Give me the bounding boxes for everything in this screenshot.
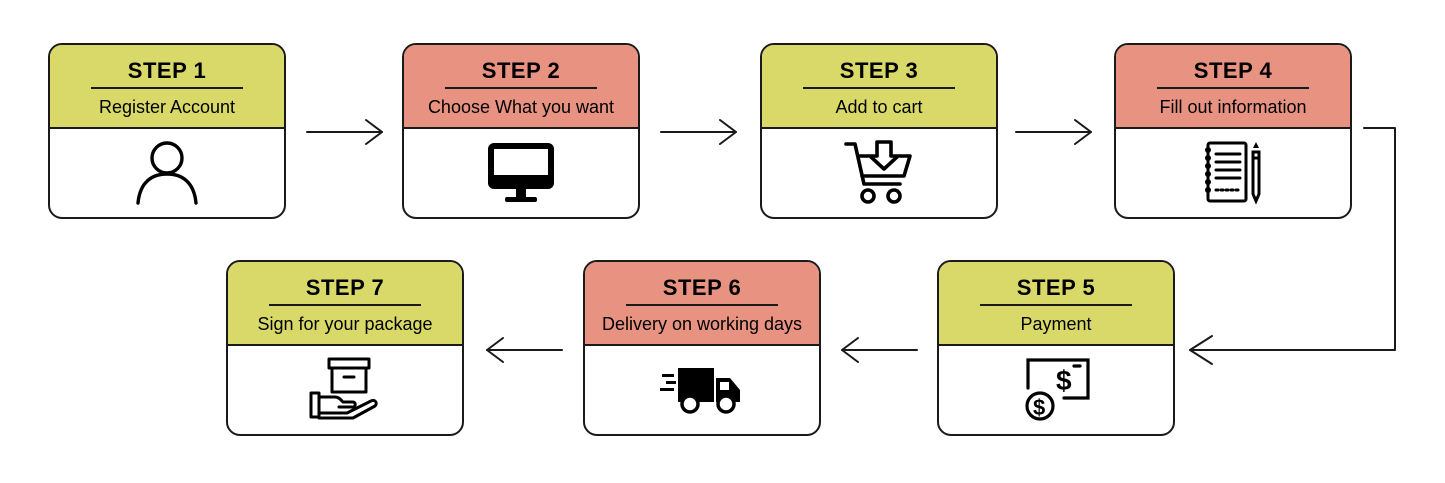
step-4-description: Fill out information xyxy=(1159,97,1307,117)
step-3-description: Add to cart xyxy=(835,97,923,117)
step-4-card: STEP 4 Fill out information xyxy=(1114,43,1352,219)
arrow-3-to-4 xyxy=(1015,119,1092,145)
package-hand-icon xyxy=(309,357,378,420)
step-6-divider xyxy=(626,304,778,306)
payment-icon: $ $ xyxy=(1025,358,1090,421)
step-4-title: STEP 4 xyxy=(1193,58,1273,83)
step-1-title: STEP 1 xyxy=(127,58,207,83)
step-6-title: STEP 6 xyxy=(662,275,742,300)
step-2-header: STEP 2 Choose What you want xyxy=(404,45,638,129)
step-7-header: STEP 7 Sign for your package xyxy=(228,262,462,346)
step-2-card: STEP 2 Choose What you want xyxy=(402,43,640,219)
svg-text:$: $ xyxy=(1056,365,1072,396)
step-3-divider xyxy=(803,87,955,89)
user-icon xyxy=(136,141,198,205)
step-1-card: STEP 1 Register Account xyxy=(48,43,286,219)
step-1-header: STEP 1 Register Account xyxy=(50,45,284,129)
step-5-description: Payment xyxy=(1020,314,1092,334)
step-1-description: Register Account xyxy=(98,97,236,117)
step-2-divider xyxy=(445,87,597,89)
step-6-header: STEP 6 Delivery on working days xyxy=(585,262,819,346)
step-3-header: STEP 3 Add to cart xyxy=(762,45,996,129)
arrow-2-to-3 xyxy=(660,119,737,145)
step-4-header: STEP 4 Fill out information xyxy=(1116,45,1350,129)
step-7-title: STEP 7 xyxy=(305,275,385,300)
step-5-title: STEP 5 xyxy=(1016,275,1096,300)
step-6-card: STEP 6 Delivery on working days xyxy=(583,260,821,436)
step-3-card: STEP 3 Add to cart xyxy=(760,43,998,219)
step-7-divider xyxy=(269,304,421,306)
step-5-card: STEP 5 Payment $ $ xyxy=(937,260,1175,436)
notebook-icon xyxy=(1205,141,1261,205)
step-4-divider xyxy=(1157,87,1309,89)
arrow-5-to-6 xyxy=(841,337,918,363)
cart-icon xyxy=(844,140,912,204)
step-1-divider xyxy=(91,87,243,89)
step-6-description: Delivery on working days xyxy=(601,314,803,334)
monitor-icon xyxy=(488,143,554,202)
truck-icon xyxy=(660,368,740,414)
step-5-divider xyxy=(980,304,1132,306)
step-2-title: STEP 2 xyxy=(481,58,561,83)
step-5-header: STEP 5 Payment xyxy=(939,262,1173,346)
step-7-description: Sign for your package xyxy=(257,314,433,334)
step-2-description: Choose What you want xyxy=(427,97,615,117)
arrow-6-to-7 xyxy=(486,337,563,363)
step-3-title: STEP 3 xyxy=(839,58,919,83)
arrow-4-to-5 xyxy=(1189,127,1396,365)
svg-text:$: $ xyxy=(1033,395,1045,420)
arrow-1-to-2 xyxy=(306,119,383,145)
step-7-card: STEP 7 Sign for your package xyxy=(226,260,464,436)
